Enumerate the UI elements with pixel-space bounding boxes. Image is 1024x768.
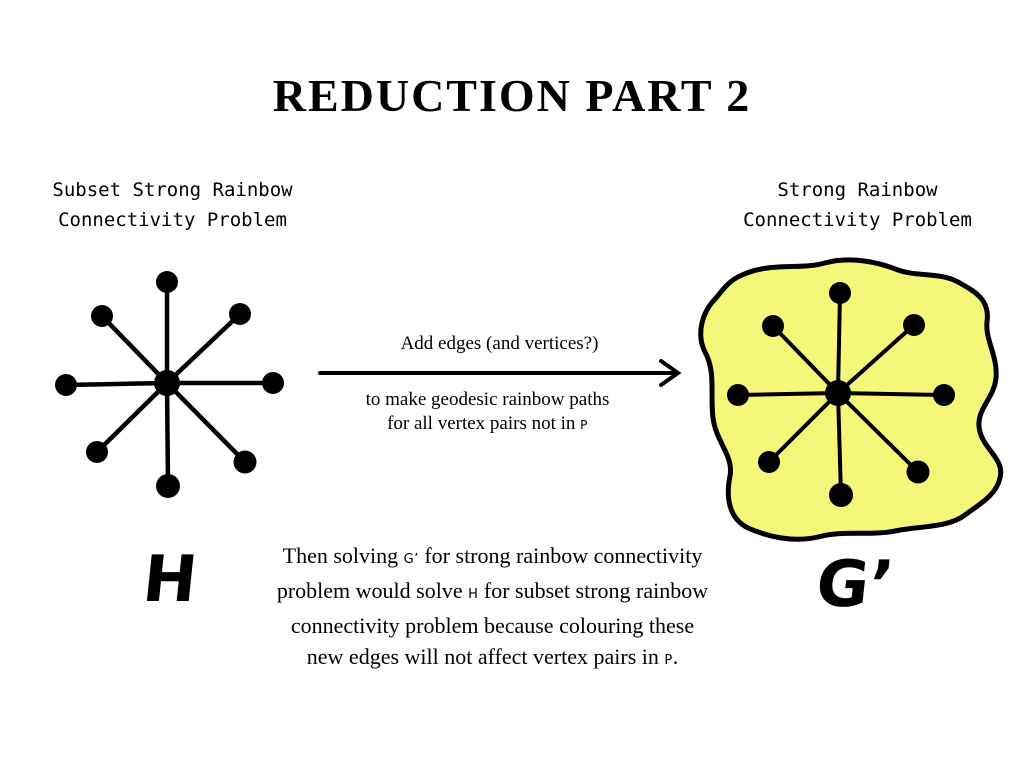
right-problem-label-line1: Strong Rainbow: [777, 179, 938, 201]
graph-g-vertex: [933, 384, 955, 406]
graph-h-vertices: [55, 271, 284, 498]
graph-h-vertex: [91, 305, 113, 327]
slide-title: Reduction Part 2: [272, 70, 752, 121]
arrow-bottom-caption-line1: to make geodesic rainbow paths: [365, 389, 610, 410]
graph-g-prime-vertices: [727, 282, 955, 507]
graph-g-edge: [836, 291, 842, 395]
arrow-top-caption: Add edges (and vertices?): [400, 333, 599, 354]
right-problem-label-line2: Connectivity Problem: [743, 209, 972, 231]
arrow-bottom-caption: to make geodesic rainbow paths for all v…: [300, 388, 675, 437]
left-problem-label: Subset Strong Rainbow Connectivity Probl…: [0, 175, 345, 235]
explanation-seg4: .: [672, 644, 679, 669]
graph-h-edge: [99, 313, 170, 386]
graph-h-edge: [164, 380, 248, 465]
p-symbol: P: [664, 653, 673, 668]
graph-h-vertex: [156, 474, 180, 498]
graph-h-vertex: [229, 303, 251, 325]
left-problem-label-line2: Connectivity Problem: [58, 209, 287, 231]
graph-h-vertex: [262, 372, 284, 394]
explanation-seg1: Then solving: [282, 543, 399, 568]
graph-g-vertex: [758, 451, 780, 473]
graph-g-prime-letter: G’: [812, 548, 898, 622]
set-p-symbol: P: [580, 418, 588, 432]
graph-g-center-vertex: [825, 380, 851, 406]
graph-g-edge: [836, 391, 946, 397]
arrow-bottom-caption-line2: for all vertex pairs not in: [387, 413, 576, 434]
graph-h-edge: [164, 311, 243, 386]
graph-h-vertex: [156, 271, 178, 293]
graph-g-edge: [736, 391, 840, 397]
graph-h-edge: [94, 380, 170, 455]
graph-g-edge: [771, 324, 840, 395]
graph-g-edge: [836, 391, 920, 474]
g-prime-symbol: G’: [403, 552, 419, 567]
graph-g-edge: [767, 391, 840, 464]
graph-h-letter: H: [139, 543, 201, 617]
left-problem-label-line1: Subset Strong Rainbow: [52, 179, 293, 201]
graph-h-center-vertex: [154, 370, 180, 396]
graph-h-edge: [164, 380, 171, 489]
graph-g-edge: [836, 323, 916, 395]
graph-h-vertex: [233, 450, 257, 474]
h-symbol: H: [468, 587, 479, 602]
graph-g-vertex: [903, 314, 925, 336]
right-problem-label: Strong Rainbow Connectivity Problem: [700, 175, 1015, 235]
graph-h-vertex: [55, 374, 77, 396]
graph-g-vertex: [829, 282, 851, 304]
graph-h-edge: [63, 380, 170, 388]
graph-g-vertex: [762, 315, 784, 337]
explanation-text: Then solving G’ for strong rainbow conne…: [270, 540, 715, 676]
graph-h: [63, 279, 276, 489]
graph-g-vertex: [906, 460, 930, 484]
graph-g-vertex: [829, 483, 853, 507]
graph-g-prime: [736, 291, 946, 497]
explanation-seg2: for strong rainbow connectivity problem …: [276, 543, 703, 603]
right-arrow-icon: [318, 359, 682, 387]
graph-h-vertex: [86, 441, 108, 463]
graph-g-edge: [836, 391, 843, 497]
graph-g-vertex: [727, 384, 749, 406]
explanation-seg3: for subset strong rainbow connectivity p…: [290, 578, 709, 669]
